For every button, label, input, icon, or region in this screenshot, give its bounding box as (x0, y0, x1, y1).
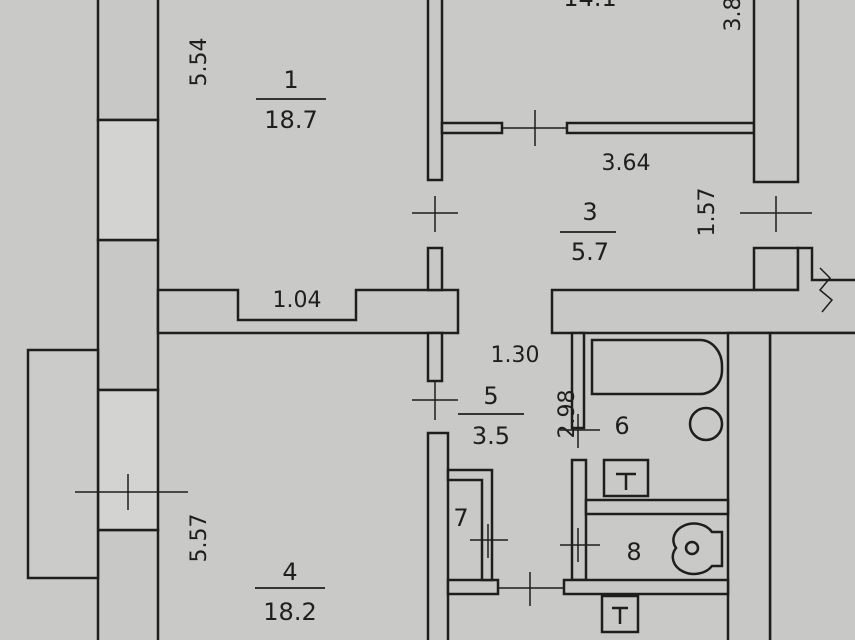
bottom-wall-right (562, 578, 730, 596)
room-3-number: 3 (582, 198, 597, 226)
walls (26, 0, 855, 640)
room-7-number: 7 (453, 504, 468, 532)
room-6-number: 6 (614, 412, 629, 440)
dim-wall-width: 1.04 (273, 288, 322, 313)
fraction-bars (255, 98, 616, 589)
wall-room1-room4 (156, 288, 460, 335)
wall-room2-room3-right (565, 121, 756, 135)
dim-room3-width: 3.64 (602, 151, 651, 176)
dim-corridor-length: 2.98 (555, 390, 580, 439)
bottom-wall-left (446, 578, 500, 596)
bath-left-wall-lower (570, 458, 588, 582)
bath-right-wall (726, 331, 772, 640)
dim-room4-length: 5.57 (187, 514, 212, 563)
partition-bottom (426, 431, 450, 640)
wc-fixture-icon (600, 594, 640, 634)
dim-room3-depth: 1.57 (695, 188, 720, 237)
room-5-number: 5 (483, 382, 498, 410)
bath-wc-divider (584, 498, 730, 516)
room-4-area: 18.2 (263, 598, 316, 626)
partition-lower (426, 331, 444, 383)
closet-7-walls (446, 468, 494, 582)
left-outer-wall-upper (96, 0, 160, 122)
room-5-area: 3.5 (472, 422, 510, 450)
room-1-area: 18.7 (264, 106, 317, 134)
wall-room2-room3-left (440, 121, 504, 135)
dim-top-right: 3.8 (721, 0, 746, 32)
right-inner-wall-upper (752, 0, 800, 184)
room-4-number: 4 (282, 558, 297, 586)
window-room1 (96, 118, 160, 242)
partition-upper (426, 0, 444, 182)
room-3-area: 5.7 (571, 238, 609, 266)
dim-room1-length: 5.54 (187, 38, 212, 87)
dim-corridor-width: 1.30 (491, 343, 540, 368)
bathtub-icon (590, 338, 724, 396)
balcony (26, 348, 100, 580)
partition-mid (426, 246, 444, 292)
sink-icon (688, 406, 724, 442)
room-1-number: 1 (283, 66, 298, 94)
wall-room3-bath (550, 246, 855, 335)
bath-fixture-icon (602, 458, 650, 498)
left-outer-wall-mid (96, 238, 160, 392)
left-outer-wall-lower (96, 528, 160, 640)
room-8-number: 8 (626, 538, 641, 566)
room-2-area-partial: 14.1 (563, 0, 616, 12)
right-inner-wall-lower (752, 246, 800, 292)
far-right-wall (768, 331, 855, 640)
toilet-icon (671, 522, 724, 576)
dimension-ticks (75, 110, 834, 606)
